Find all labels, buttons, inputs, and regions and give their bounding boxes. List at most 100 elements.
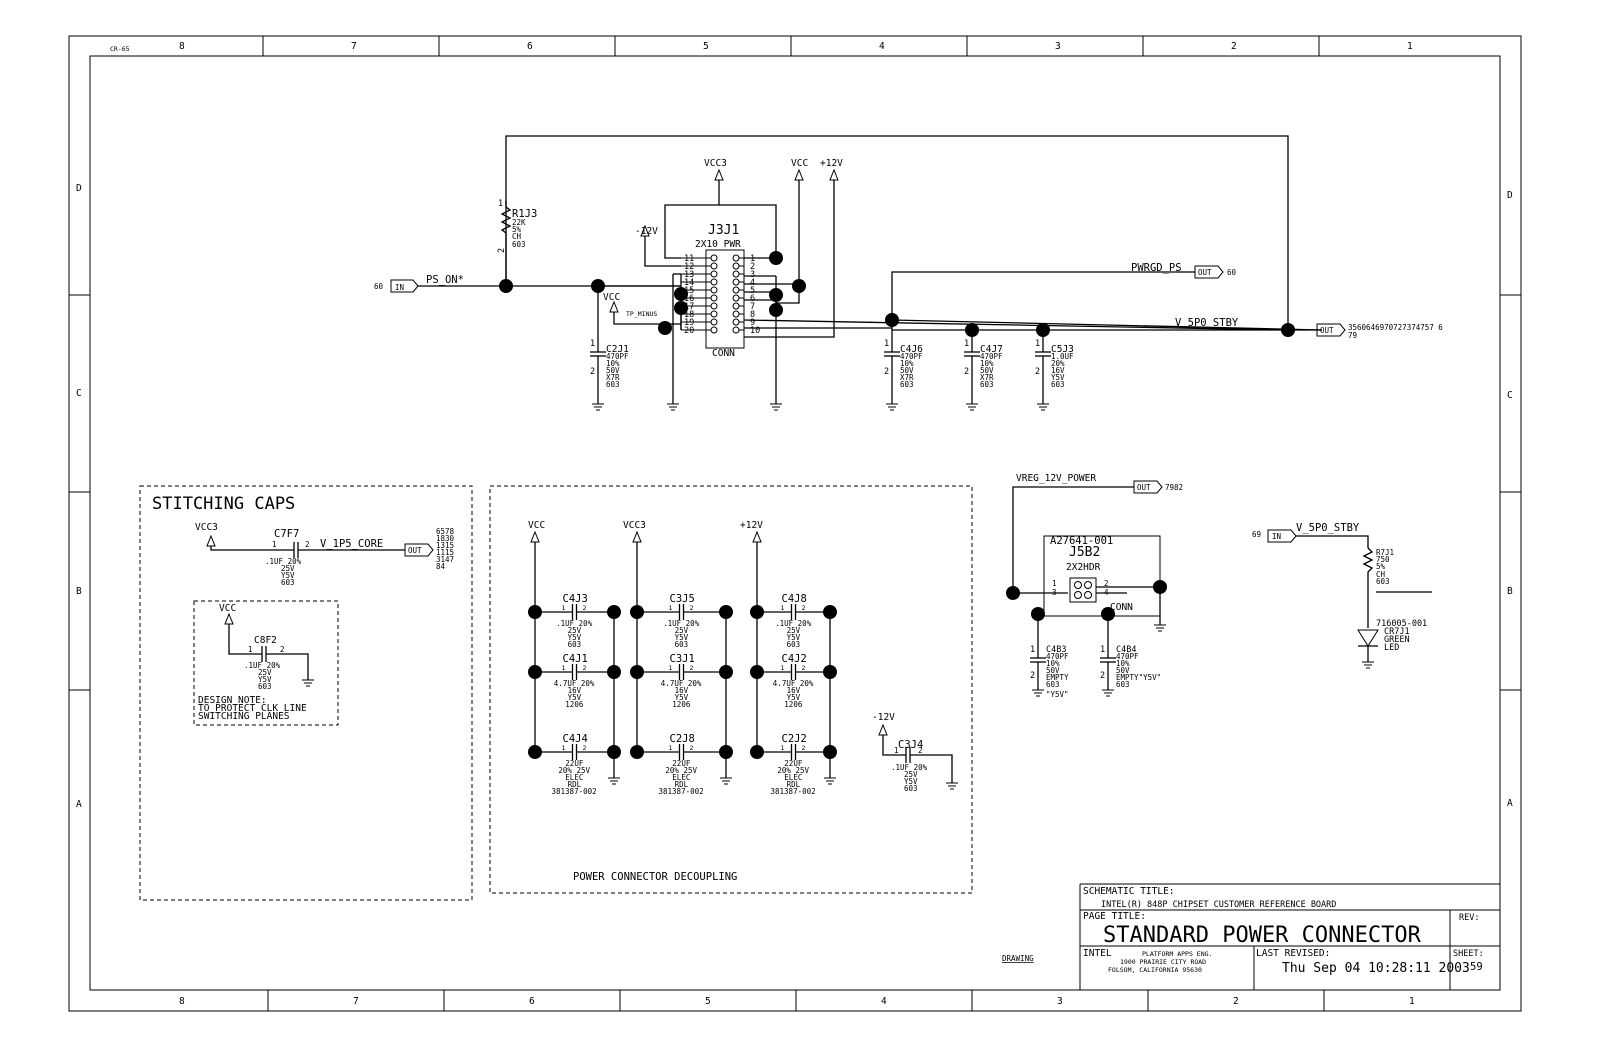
c4j6-line: 10% <box>900 359 914 368</box>
r1j3-pin1: 1 <box>498 199 503 209</box>
c7f7-ref: C7F7 <box>274 528 299 540</box>
decoupling-cap-line: 603 <box>568 640 582 649</box>
connector-pin <box>732 294 740 302</box>
r7j1-ref: R7J1 <box>1376 548 1394 557</box>
ground-icon <box>1362 661 1374 669</box>
v1p5-ref: 84 <box>436 562 446 571</box>
zone-left-d: D <box>76 183 82 194</box>
c4b4-line: 50V <box>1116 666 1130 675</box>
c7f7-pin2: 2 <box>305 540 310 549</box>
v5p0-out-label: OUT <box>1320 326 1334 335</box>
net-vcc-decoup: VCC <box>528 520 545 531</box>
c4b3-line: 10% <box>1046 659 1060 668</box>
c4b4-pin2: 2 <box>1100 671 1105 681</box>
j3j1-label: CONN <box>712 348 735 359</box>
junction-dot <box>630 745 644 759</box>
cap-pin2: 2 <box>802 604 806 612</box>
cap-pin1: 1 <box>781 744 785 752</box>
cap-pin2: 2 <box>802 744 806 752</box>
connector-pin <box>710 318 718 326</box>
addr1: PLATFORM APPS ENG. <box>1142 950 1212 958</box>
connector-pin <box>732 278 740 286</box>
v1p5-ref: 1830 <box>436 534 455 543</box>
led-line: GREEN <box>1384 635 1410 645</box>
c4j7-line: 603 <box>980 380 994 389</box>
zone-bottom-5: 5 <box>705 996 711 1007</box>
cap-pin2: 2 <box>690 744 694 752</box>
connector-pin-left: 20 <box>684 326 694 336</box>
addr2: 1900 PRAIRIE CITY ROAD <box>1120 958 1206 966</box>
junction-dot <box>719 745 733 759</box>
connector-pin-right: 8 <box>750 310 755 320</box>
decoupling-cap-line: 1206 <box>784 700 803 709</box>
vreg-header-section: VREG_12V_POWER OUT 7982 A27641-001 J5B2 … <box>1006 473 1183 699</box>
c3j4-line: 603 <box>904 784 918 793</box>
connector-pin-left: 18 <box>684 310 694 320</box>
rail-arrow-icon <box>530 530 540 543</box>
ps-on-in-label: IN <box>395 283 404 292</box>
led-line: LED <box>1384 643 1399 653</box>
zone-top-8: 8 <box>179 41 185 52</box>
c2j1-ref: C2J1 <box>606 344 629 355</box>
drawing-label: DRAWING <box>1002 954 1034 963</box>
zone-top-3: 3 <box>1055 41 1061 52</box>
j5b2-pin: 2 <box>1104 579 1109 588</box>
decoupling-cap-ref: C3J5 <box>670 593 695 605</box>
net-m12v-top: -12V <box>635 226 658 237</box>
net-vcc3-stitch: VCC3 <box>195 522 218 533</box>
c4j7-line: 50V <box>980 366 994 375</box>
ground-icon <box>946 782 958 790</box>
led-icon <box>1357 629 1379 647</box>
v1p5-out-label: OUT <box>408 546 422 555</box>
net-m12v-decoup: -12V <box>872 712 895 723</box>
c4j7-line: X7R <box>980 373 994 382</box>
c7f7-line: Y5V <box>281 571 295 580</box>
v1p5-ref: 1115 <box>436 548 454 557</box>
connector-pin-right: 5 <box>750 286 755 296</box>
page-title: STANDARD POWER CONNECTOR <box>1103 923 1422 948</box>
decoupling-cap-line: RDL <box>568 780 582 789</box>
decoupling-cap-line: 20% 25V <box>665 766 697 775</box>
vcc3-arrow-icon <box>206 534 216 547</box>
zone-bottom-4: 4 <box>881 996 887 1007</box>
p12v-arrow-icon <box>829 168 839 181</box>
decoupling-cap-ref: C2J2 <box>782 733 807 745</box>
c2j1-line: 470PF <box>606 352 629 361</box>
c4j6-line: X7R <box>900 373 914 382</box>
ground-icon <box>667 403 679 411</box>
c4b4-line: 10% <box>1116 659 1130 668</box>
decoupling-cap-line: 381387-002 <box>552 787 597 796</box>
decoupling-cap-line: 25V <box>675 626 689 635</box>
c2j1-line: X7R <box>606 373 620 382</box>
connector-pin <box>710 278 718 286</box>
cap-pin2: 2 <box>583 664 587 672</box>
c4b3-line: 603 <box>1046 680 1060 689</box>
decoupling-cap-line: 603 <box>787 640 801 649</box>
c4j6-pin1: 1 <box>884 339 889 349</box>
m12v-arrow-icon <box>878 723 888 736</box>
connector-pin <box>710 310 718 318</box>
decoupling-cap-line: Y5V <box>675 633 689 642</box>
c2j1-pin1: 1 <box>590 339 595 349</box>
connector-pin <box>732 254 740 262</box>
frame: CR-65 8 7 6 5 4 3 2 1 8 7 6 5 4 3 2 1 D … <box>68 35 1522 1012</box>
connector-pin-right: 2 <box>750 262 755 272</box>
c4j7-pin1: 1 <box>964 339 969 349</box>
c3j4-pin2: 2 <box>918 746 923 755</box>
decoupling-cap-line: Y5V <box>568 633 582 642</box>
decoupling-cap-line: 25V <box>568 626 582 635</box>
c5j3-line: 603 <box>1051 380 1065 389</box>
c7f7-line: .1UF 20% <box>265 557 302 566</box>
vreg-out-port <box>1133 480 1163 494</box>
connector-pin-right: 6 <box>750 294 755 304</box>
decoupling-cap-ref: C4J8 <box>782 593 807 605</box>
zone-top-7: 7 <box>351 41 357 52</box>
net-pwrgd: PWRGD_PS <box>1131 262 1182 274</box>
c5j3-pin1: 1 <box>1035 339 1040 349</box>
c5j3-line: 16V <box>1051 366 1065 375</box>
j5b2-box <box>1043 535 1161 617</box>
c3j4-ref: C3J4 <box>898 739 923 751</box>
v5p0-out-port <box>1316 323 1346 337</box>
